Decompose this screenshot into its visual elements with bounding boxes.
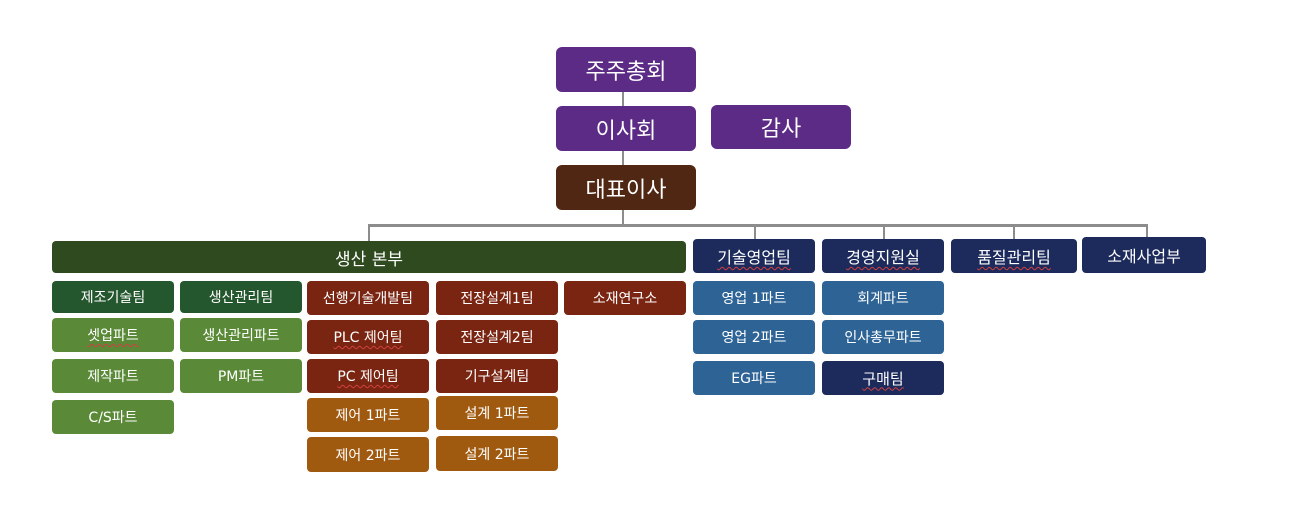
electrical-design-team-2-label: 전장설계2팀 [460,330,534,346]
quality-team-box: 품질관리팀 [951,239,1077,273]
pc-control-team-label: PC 제어팀 [337,369,399,385]
connector-board-ceo [622,151,624,165]
materials-division-label: 소재사업부 [1107,247,1181,266]
mechanical-design-team-label: 기구설계팀 [464,369,530,385]
tech-sales-team-label: 기술영업팀 [717,248,791,267]
pm-part-box: PM파트 [180,359,302,393]
plc-control-team-label: PLC 제어팀 [333,330,403,346]
shareholders-meeting-label: 주주총회 [585,59,667,85]
auditor-label: 감사 [760,117,802,142]
eg-part-box: EG파트 [693,361,815,395]
plc-control-team-box: PLC 제어팀 [307,320,429,354]
design-part-2-box: 설계 2파트 [436,436,558,471]
production-mgmt-team-box: 생산관리팀 [180,281,302,313]
control-part-1-box: 제어 1파트 [307,398,429,432]
connector-shareholders-board [622,92,624,106]
design-part-1-box: 설계 1파트 [436,396,558,430]
sales-part-2-label: 영업 2파트 [721,330,787,346]
cs-part-box: C/S파트 [52,400,174,434]
control-part-2-label: 제어 2파트 [335,447,401,464]
sales-part-2-box: 영업 2파트 [693,320,815,354]
electrical-design-team-1-label: 전장설계1팀 [460,291,534,307]
connector-drop-management [883,226,885,239]
connector-horizontal-bus [368,224,1148,227]
hr-admin-part-box: 인사총무파트 [822,320,944,354]
control-part-1-label: 제어 1파트 [335,408,401,424]
connector-drop-quality [1013,226,1015,239]
connector-ceo-bus [622,210,624,226]
control-part-2-box: 제어 2파트 [307,437,429,472]
eg-part-label: EG파트 [731,371,777,387]
accounting-part-label: 회계파트 [857,291,909,307]
electrical-design-team-1-box: 전장설계1팀 [436,281,558,315]
shareholders-meeting-box: 주주총회 [556,47,696,92]
hr-admin-part-label: 인사총무파트 [844,330,922,346]
advanced-tech-dev-team-label: 선행기술개발팀 [322,291,414,307]
setup-part-label: 셋업파트 [87,328,139,344]
mechanical-design-team-box: 기구설계팀 [436,359,558,393]
connector-drop-materials [1146,226,1148,239]
cs-part-label: C/S파트 [88,410,138,426]
advanced-tech-dev-team-box: 선행기술개발팀 [307,281,429,315]
sales-part-1-box: 영업 1파트 [693,281,815,315]
electrical-design-team-2-box: 전장설계2팀 [436,320,558,354]
pm-part-label: PM파트 [217,369,265,385]
materials-division-box: 소재사업부 [1082,237,1206,273]
manufacturing-tech-team-label: 제조기술팀 [80,290,146,306]
management-support-label: 경영지원실 [846,248,920,267]
purchasing-team-label: 구매팀 [862,369,904,388]
ceo-label: 대표이사 [585,177,667,203]
auditor-box: 감사 [711,105,851,149]
production-hq-label: 생산 본부 [335,249,403,270]
design-part-1-label: 설계 1파트 [464,406,530,422]
pc-control-team-box: PC 제어팀 [307,359,429,393]
board-of-directors-label: 이사회 [595,118,657,144]
materials-lab-label: 소재연구소 [592,291,658,307]
manufacturing-tech-team-box: 제조기술팀 [52,281,174,313]
tech-sales-team-box: 기술영업팀 [693,239,815,273]
production-mgmt-part-box: 생산관리파트 [180,318,302,352]
management-support-box: 경영지원실 [822,239,944,273]
connector-drop-tech-sales [754,226,756,239]
purchasing-team-box: 구매팀 [822,361,944,395]
board-of-directors-box: 이사회 [556,106,696,151]
setup-part-box: 셋업파트 [52,318,174,352]
accounting-part-box: 회계파트 [822,281,944,315]
fabrication-part-label: 제작파트 [87,369,139,385]
design-part-2-label: 설계 2파트 [464,446,530,463]
production-mgmt-team-label: 생산관리팀 [208,290,274,306]
ceo-box: 대표이사 [556,165,696,210]
connector-drop-production [368,226,370,241]
sales-part-1-label: 영업 1파트 [721,291,787,307]
production-hq-box: 생산 본부 [52,241,686,273]
fabrication-part-box: 제작파트 [52,359,174,393]
production-mgmt-part-label: 생산관리파트 [202,328,280,344]
materials-lab-box: 소재연구소 [564,281,686,315]
quality-team-label: 품질관리팀 [977,248,1051,267]
